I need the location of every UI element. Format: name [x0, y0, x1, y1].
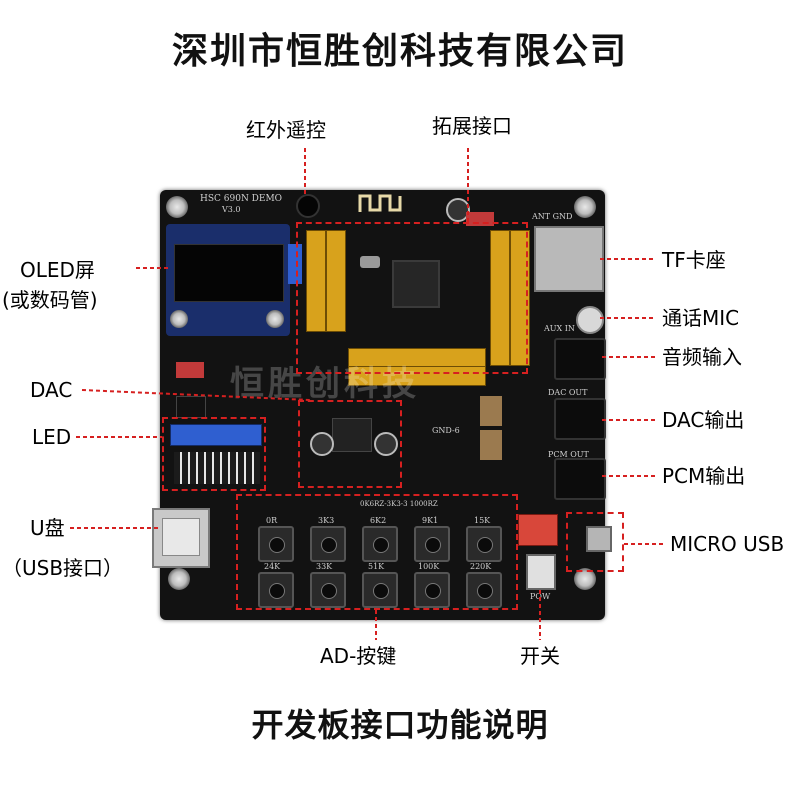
oled-screen — [174, 244, 284, 302]
expansion-box — [296, 222, 528, 374]
led-header — [170, 424, 262, 446]
inductor — [480, 430, 502, 460]
crystal — [360, 256, 380, 268]
ad-key-button[interactable] — [414, 572, 450, 608]
antenna-trace — [358, 194, 402, 212]
led-box — [162, 417, 266, 491]
board-silk-version: V3.0 — [222, 205, 241, 214]
key-label: 51K — [368, 562, 385, 571]
pow-silk: POW — [530, 592, 551, 601]
ad-key-button[interactable] — [466, 526, 502, 562]
key-label: 3K3 — [318, 516, 335, 525]
label-tf-slot: TF卡座 — [662, 248, 726, 272]
power-switch[interactable] — [526, 554, 556, 590]
mount-hole — [168, 568, 190, 590]
board-silk-title: HSC 690N DEMO — [200, 194, 283, 204]
led-array — [174, 452, 260, 484]
pin-header-left — [306, 230, 326, 332]
mic — [576, 306, 604, 334]
dac-out-jack — [554, 398, 606, 440]
inductor — [480, 396, 502, 426]
audio-in-jack — [554, 338, 606, 380]
micro-usb-box — [566, 512, 624, 572]
key-label: 33K — [316, 562, 333, 571]
ad-key-button[interactable] — [258, 572, 294, 608]
label-dac: DAC — [30, 378, 73, 402]
key-header-silk: 0K6RZ-3K3-3 1000RZ — [360, 500, 438, 508]
ad-key-button[interactable] — [466, 572, 502, 608]
aux-in-silk: AUX IN — [544, 324, 575, 333]
mount-hole — [574, 568, 596, 590]
label-pcm-out: PCM输出 — [662, 464, 746, 488]
key-label: 6K2 — [370, 516, 387, 525]
key-label: 9K1 — [422, 516, 439, 525]
label-usb-port: （USB接口） — [2, 556, 124, 580]
pin-header-left — [326, 230, 346, 332]
label-switch: 开关 — [520, 644, 560, 668]
key-label: 15K — [474, 516, 491, 525]
pin-header-bottom — [348, 366, 486, 386]
label-oled-alt: (或数码管) — [2, 288, 98, 312]
oled-header — [288, 244, 302, 284]
usb-a-port — [152, 508, 210, 568]
dac-out-silk: DAC OUT — [548, 388, 588, 397]
ad-key-button[interactable] — [362, 526, 398, 562]
red-header — [176, 362, 204, 378]
label-audio-in: 音频输入 — [662, 345, 742, 369]
micro-usb-port — [586, 526, 612, 552]
pcm-out-silk: PCM OUT — [548, 450, 589, 459]
pin-header-right — [490, 230, 510, 366]
key-label: 0R — [266, 516, 278, 525]
key-label: 24K — [264, 562, 281, 571]
mount-hole — [166, 196, 188, 218]
ad-keys-box — [236, 494, 518, 610]
pin-header-right — [510, 230, 530, 366]
label-ir-remote: 红外遥控 — [246, 118, 326, 142]
ad-key-button[interactable] — [258, 526, 294, 562]
oled-mount — [170, 310, 188, 328]
key-label: 100K — [418, 562, 440, 571]
label-micro-usb: MICRO USB — [670, 532, 785, 556]
ir-receiver — [296, 194, 320, 218]
pcm-out-jack — [554, 458, 606, 500]
ad-key-button[interactable] — [414, 526, 450, 562]
mount-hole — [574, 196, 596, 218]
tf-slot — [534, 226, 604, 292]
usb-a-opening — [162, 518, 200, 556]
label-led: LED — [32, 425, 72, 449]
capacitor — [374, 432, 398, 456]
page-title: 深圳市恒胜创科技有限公司 — [171, 31, 628, 72]
power-connector — [518, 514, 558, 546]
label-expansion: 拓展接口 — [432, 114, 512, 138]
oled-mount — [266, 310, 284, 328]
dac-chip — [332, 418, 372, 452]
key-label: 220K — [470, 562, 492, 571]
ad-key-button[interactable] — [310, 526, 346, 562]
label-ad-keys: AD-按键 — [320, 644, 397, 668]
ant-gnd-silk: ANT GND — [532, 212, 573, 221]
capacitor — [310, 432, 334, 456]
dac-box — [298, 400, 402, 488]
page-subtitle: 开发板接口功能说明 — [251, 706, 549, 744]
gnd-silk: GND-6 — [432, 426, 460, 435]
label-udisk: U盘 — [30, 516, 65, 540]
dev-board: HSC 690N DEMO V3.0 ANT GND AUX IN DAC OU… — [152, 190, 612, 620]
oled-module — [166, 224, 290, 336]
label-oled: OLED屏 — [20, 258, 95, 282]
mcu-chip — [392, 260, 440, 308]
label-dac-out: DAC输出 — [662, 408, 745, 432]
label-mic: 通话MIC — [662, 306, 740, 330]
ad-key-button[interactable] — [310, 572, 346, 608]
ad-key-button[interactable] — [362, 572, 398, 608]
watermark: 恒胜创科技 — [230, 364, 420, 404]
